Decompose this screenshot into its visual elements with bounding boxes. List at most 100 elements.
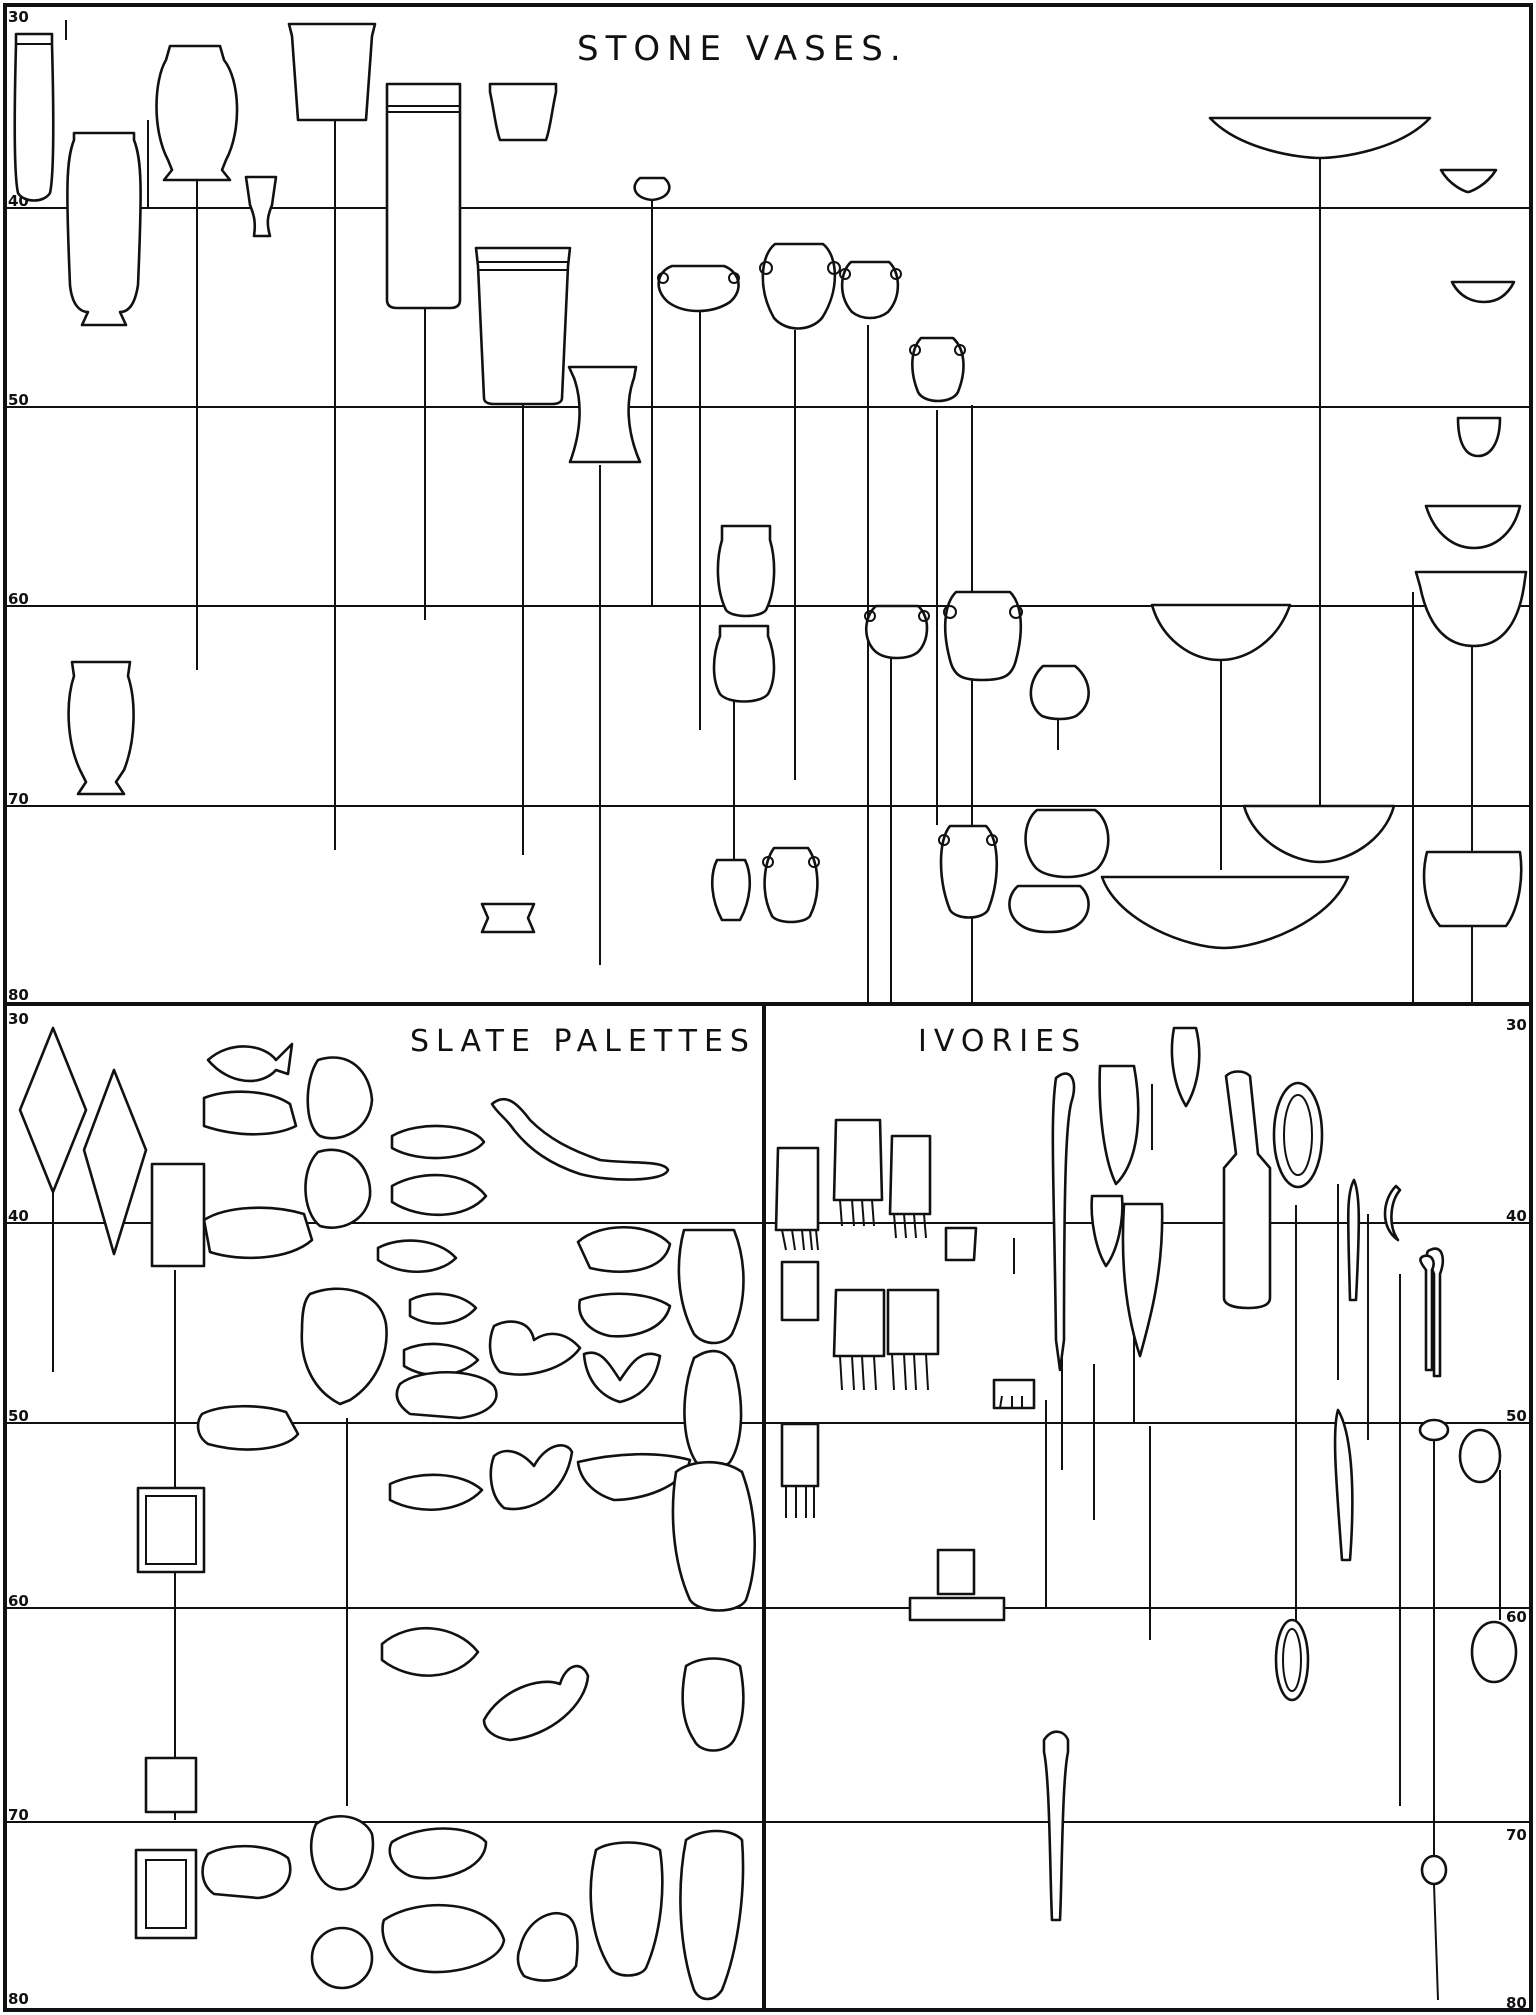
vase	[490, 84, 556, 140]
palette-bird	[491, 1445, 572, 1509]
ivory-comb-figure	[782, 1424, 818, 1486]
vase	[1009, 886, 1088, 932]
vase	[569, 367, 640, 462]
vase	[763, 244, 835, 329]
ivories	[776, 1028, 1516, 2000]
ivory-comb-figure	[782, 1262, 818, 1320]
palette-animal	[204, 1092, 296, 1135]
stone-vases-title: STONE VASES.	[577, 29, 908, 69]
stone-vase-vessels	[15, 24, 1526, 948]
sd-label: 60	[8, 1592, 29, 1610]
vase	[1102, 877, 1348, 948]
ivory-bangle	[1274, 1083, 1322, 1187]
ivories-scale: 30 40 50 60 70 80	[1506, 1016, 1527, 2012]
palette-animal	[204, 1208, 312, 1258]
palette-rectangle	[146, 1758, 196, 1812]
ivory-pendant	[1472, 1622, 1516, 1682]
vase	[1031, 666, 1089, 719]
vase	[1152, 605, 1290, 660]
sd-label: 40	[8, 1207, 29, 1225]
palette-bird	[484, 1666, 588, 1740]
vase	[1026, 810, 1109, 877]
sd-label: 40	[1506, 1207, 1527, 1225]
palette-rhomboid	[20, 1028, 86, 1192]
ivory-tusk	[1123, 1204, 1162, 1356]
sd-label: 70	[8, 1806, 29, 1824]
vase	[712, 860, 749, 920]
ivory-spoon-bowl	[1422, 1856, 1446, 1884]
palette-fish	[410, 1294, 476, 1324]
ivory-pin	[1044, 1732, 1068, 1920]
palette-vase	[684, 1351, 741, 1468]
palette-animal	[397, 1372, 497, 1418]
sd-label: 30	[8, 1010, 29, 1028]
palette-rectangle-framed	[138, 1488, 204, 1572]
vase	[842, 262, 898, 318]
sd-label: 50	[8, 1407, 29, 1425]
ivory-crescent	[1385, 1186, 1400, 1240]
ivory-harpoon	[1335, 1410, 1352, 1560]
vase	[1458, 418, 1500, 456]
palette-fish	[382, 1628, 478, 1675]
vase	[945, 592, 1021, 680]
palette-double-bird	[579, 1294, 670, 1337]
ivory-comb	[938, 1550, 974, 1594]
palette-turtle	[308, 1058, 372, 1139]
vase	[1416, 572, 1526, 646]
palette-round	[312, 1928, 372, 1988]
ivory-comb	[890, 1136, 930, 1214]
palette-bird	[490, 1322, 580, 1375]
sd-label: 70	[1506, 1826, 1527, 1844]
vase	[387, 84, 460, 308]
vase	[1424, 852, 1521, 926]
vase	[15, 34, 54, 201]
sd-label: 50	[8, 391, 29, 409]
ivory-pin	[1053, 1074, 1074, 1370]
sd-label: 30	[1506, 1016, 1527, 1034]
ivories-title: IVORIES	[918, 1024, 1087, 1059]
palette-fish	[208, 1044, 292, 1081]
sd-label: 50	[1506, 1407, 1527, 1425]
vase	[1210, 118, 1430, 158]
ivory-comb-bird	[888, 1290, 938, 1354]
palette-vase	[683, 1659, 744, 1751]
vase	[659, 266, 739, 311]
palette-vase	[673, 1462, 755, 1610]
vase	[1244, 806, 1394, 862]
palette-oval	[390, 1829, 486, 1879]
palette-oval	[383, 1905, 504, 1972]
palette-fish	[404, 1344, 478, 1375]
palette-animal	[203, 1846, 291, 1898]
sd-label: 80	[1506, 1994, 1527, 2012]
palette-shield	[302, 1289, 387, 1404]
sd-label: 30	[8, 8, 29, 26]
ivory-spoon-bowl	[1420, 1420, 1448, 1440]
palette-shield	[311, 1816, 373, 1889]
vase	[157, 46, 238, 180]
palette-fish	[390, 1475, 482, 1510]
palette-turtle	[305, 1150, 370, 1228]
sd-label: 70	[8, 790, 29, 808]
palette-fish	[392, 1175, 486, 1215]
palette-bird-long	[492, 1099, 668, 1179]
ivory-figure	[1224, 1072, 1270, 1309]
slate-palettes-title: SLATE PALETTES	[410, 1024, 756, 1059]
sd-label: 80	[8, 986, 29, 1004]
sd-label: 60	[1506, 1608, 1527, 1626]
vase	[482, 904, 534, 932]
vase	[1441, 170, 1496, 192]
ivory-pin	[1420, 1256, 1433, 1370]
palette-vase	[679, 1230, 744, 1343]
palette-rhomboid	[84, 1070, 146, 1254]
ivory-comb	[910, 1598, 1004, 1620]
vase	[67, 133, 140, 325]
ivory-comb	[946, 1228, 976, 1260]
ivory-tusk	[1092, 1196, 1123, 1266]
sd-label: 60	[8, 590, 29, 608]
palette-double-bird	[584, 1353, 660, 1402]
ivory-harpoon	[1348, 1180, 1359, 1300]
palette-double-bird	[578, 1227, 670, 1271]
slate-palettes	[20, 1028, 755, 1999]
slate-palettes-scale: 30 40 50 60 70 80	[8, 1010, 29, 2008]
